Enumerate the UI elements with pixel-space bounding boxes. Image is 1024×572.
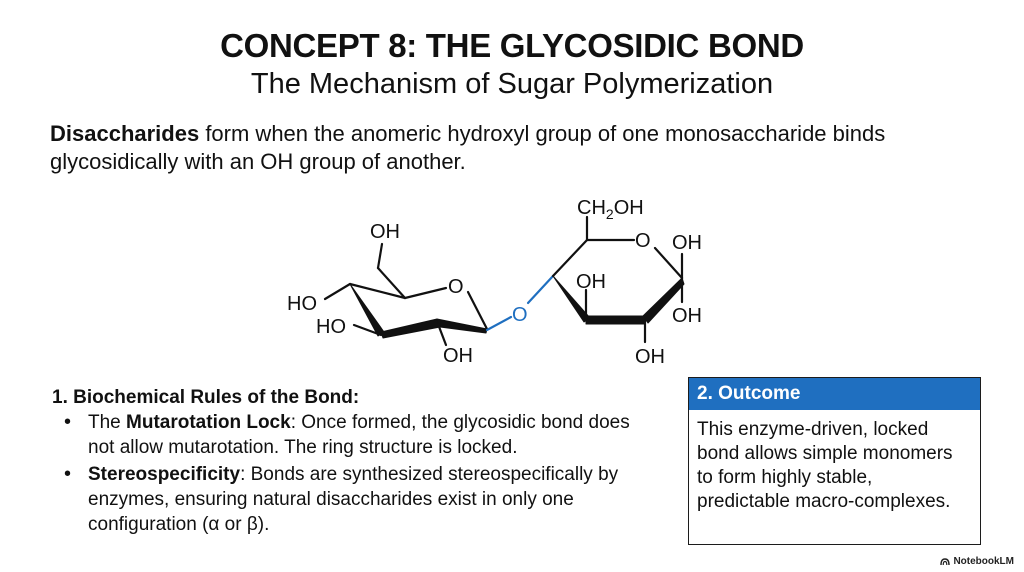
intro-text: form when the anomeric hydroxyl group of…	[50, 121, 886, 174]
outcome-text: This enzyme-driven, locked bond allows s…	[697, 419, 953, 512]
right-ch2oh-sub: 2	[606, 206, 614, 222]
left-ch2oh-bond	[376, 242, 384, 270]
left-ring-bond-c4-c5	[348, 282, 407, 300]
left-ring-bond-o-c1	[466, 290, 489, 331]
right-ring-bond-o-c1	[653, 246, 684, 280]
left-ch2-bond	[376, 266, 407, 300]
rules-section: 1. Biochemical Rules of the Bond: • The …	[52, 385, 652, 537]
rule-bold-term: Stereospecificity	[88, 464, 241, 485]
right-ring	[551, 215, 685, 344]
right-anomeric-bottom-label: OH	[672, 305, 702, 327]
outcome-heading: 2. Outcome	[689, 378, 980, 410]
right-c2-label: OH	[635, 346, 665, 368]
brand-watermark: NotebookLM	[940, 556, 1014, 567]
rule-bold-term: Mutarotation Lock	[126, 412, 291, 433]
right-ring-oxygen: O	[635, 230, 651, 252]
glycosidic-oxygen: O	[512, 304, 528, 326]
rules-list: • The Mutarotation Lock: Once formed, th…	[52, 410, 652, 537]
right-ch2oh-suffix: OH	[614, 197, 644, 219]
notebooklm-logo-icon	[940, 557, 951, 565]
left-ring-bond-c3-c2	[380, 318, 441, 339]
left-ring-bond-c2-c1	[436, 318, 488, 334]
page-subtitle: The Mechanism of Sugar Polymerization	[250, 68, 774, 100]
left-c3-label: HO	[316, 316, 346, 338]
rule-text: : Bonds are synthesized stereospecifical…	[88, 464, 619, 535]
left-ring	[323, 242, 489, 347]
right-ch2oh-label: CH2OH	[577, 197, 644, 222]
intro-paragraph: Disaccharides form when the anomeric hyd…	[50, 120, 990, 176]
rule-text: : Once formed, the glycosidic bond does …	[88, 412, 630, 458]
glycosidic-bond-left	[485, 315, 513, 332]
rule-prefix: The	[88, 412, 127, 433]
glycosidic-bond-right	[526, 274, 555, 305]
right-c3-label: OH	[576, 271, 606, 293]
right-anomeric-top-label: OH	[672, 232, 702, 254]
glycosidic-bond	[485, 274, 555, 332]
bullet-icon: •	[64, 411, 72, 433]
disaccharide-structure: OH O HO HO OH O CH2OH O OH OH OH OH	[287, 197, 702, 368]
outcome-box: 2. Outcome This enzyme-driven, locked bo…	[688, 377, 981, 545]
rules-heading: 1. Biochemical Rules of the Bond:	[52, 387, 360, 408]
right-ring-bond-c2-c1	[642, 277, 685, 324]
right-ring-bond-c3-c2	[585, 315, 646, 325]
left-c4-oh-bond	[323, 282, 352, 301]
bullet-icon: •	[64, 463, 72, 485]
left-c2-oh-bond	[436, 322, 448, 347]
left-ch2oh-label: OH	[370, 221, 400, 243]
right-ring-bond-c4-c5	[551, 238, 589, 278]
list-item: • The Mutarotation Lock: Once formed, th…	[52, 410, 652, 460]
left-c2-label: OH	[443, 345, 473, 367]
left-c3-oh-bond	[352, 323, 383, 337]
page-title: CONCEPT 8: THE GLYCOSIDIC BOND	[220, 27, 804, 64]
right-ch2oh-prefix: CH	[577, 197, 606, 219]
left-c4-label: HO	[287, 293, 317, 315]
brand-label: NotebookLM	[953, 556, 1014, 567]
list-item: • Stereospecificity: Bonds are synthesiz…	[52, 462, 652, 537]
left-ring-bond-c5-o	[403, 286, 448, 300]
left-ring-oxygen: O	[448, 276, 464, 298]
intro-bold-term: Disaccharides	[50, 121, 200, 146]
